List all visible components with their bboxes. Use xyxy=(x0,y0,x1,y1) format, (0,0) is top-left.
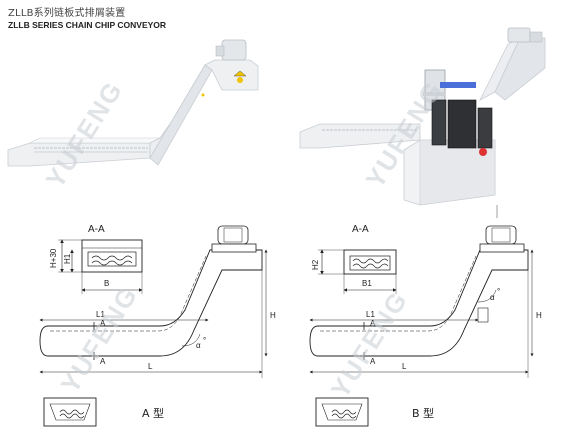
cut-marker-a-bottom: A xyxy=(100,357,106,366)
angle-alpha: α xyxy=(196,341,201,350)
chain-detail-a: A 型 xyxy=(43,397,164,427)
section-label-a: A-A xyxy=(88,224,105,235)
dim-h1: H1 xyxy=(63,253,72,264)
conveyor-photo-right xyxy=(299,27,546,218)
drawing-type-b: A-A H2 B1 L1 L H A A xyxy=(309,224,542,378)
angle-degree-b: ° xyxy=(497,287,500,296)
dim-l-b: L xyxy=(402,362,407,371)
dim-l1: L1 xyxy=(96,310,105,319)
cut-marker-a-top: A xyxy=(100,319,106,328)
angle-degree: ° xyxy=(203,336,206,345)
drawing-type-a: A-A H+30 H1 B L1 L H xyxy=(39,224,276,378)
watermark-1: YUFENG xyxy=(40,75,129,193)
dim-h-plus-30: H+30 xyxy=(49,248,58,268)
section-label-b: A-A xyxy=(352,224,369,235)
cut-marker-b-top: A xyxy=(370,319,376,328)
dim-h2: H2 xyxy=(311,259,320,270)
dim-b: B xyxy=(104,279,109,288)
title-chinese: ZLLB系列链板式排屑装置 xyxy=(8,8,126,19)
type-label-a: A 型 xyxy=(142,406,164,420)
chain-detail-b: B 型 xyxy=(315,397,434,427)
type-label-b: B 型 xyxy=(412,406,434,420)
cut-marker-b-bottom: A xyxy=(370,357,376,366)
dim-h: H xyxy=(270,311,276,320)
title-english: ZLLB SERIES CHAIN CHIP CONVEYOR xyxy=(8,20,167,30)
conveyor-photo-left xyxy=(7,39,259,167)
dim-b1: B1 xyxy=(362,279,372,288)
dim-l1-b: L1 xyxy=(366,310,375,319)
angle-alpha-b: α xyxy=(490,293,495,302)
dim-l: L xyxy=(148,362,153,371)
dim-h-b: H xyxy=(536,311,542,320)
